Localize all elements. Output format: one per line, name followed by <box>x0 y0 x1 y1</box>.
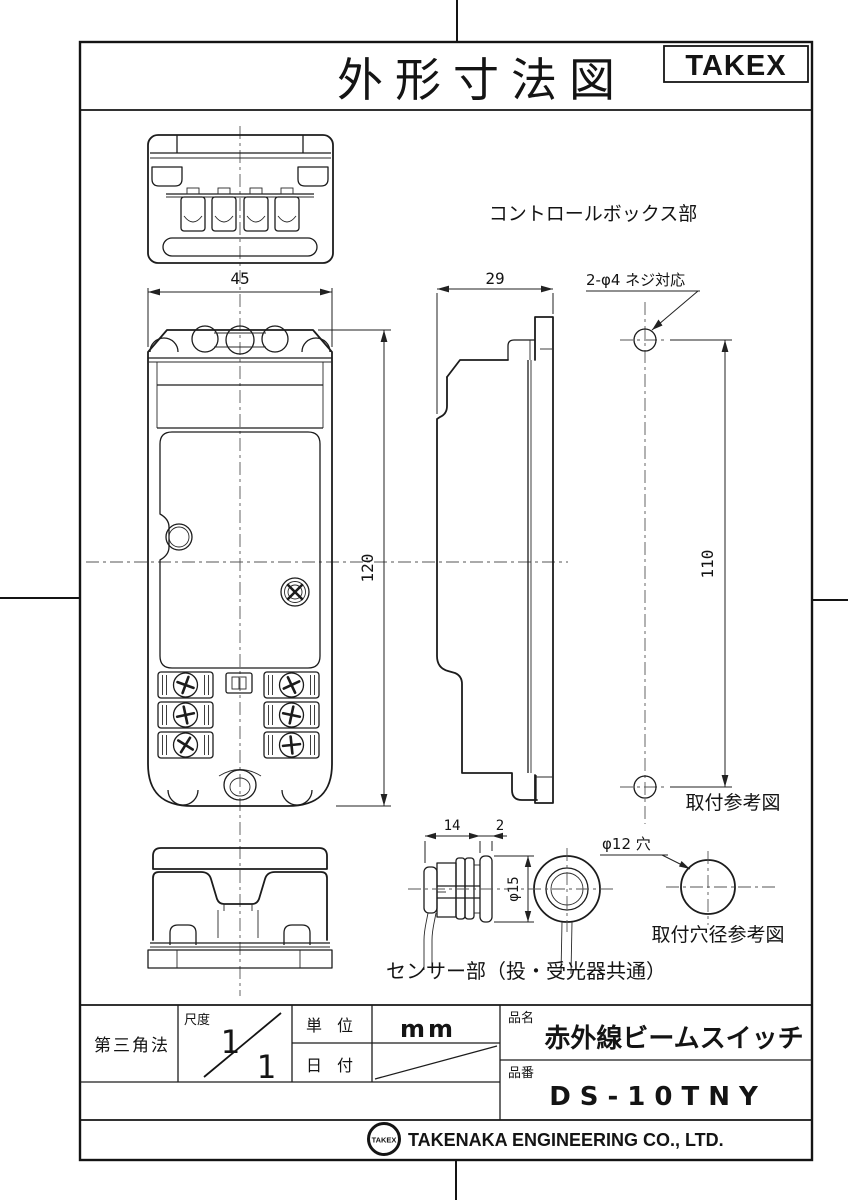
view-control-box-side <box>436 316 554 804</box>
dim-110-text: 110 <box>698 550 717 579</box>
lock-screw <box>280 577 310 607</box>
sensor-caption: センサー部（投・受光器共通） <box>386 959 666 983</box>
hole-ref-label: 取付穴径参考図 <box>651 924 784 946</box>
projection-method: 第三角法 <box>94 1036 170 1056</box>
title-band: 外形寸法図 TAKEX <box>337 45 809 107</box>
front-door-panel <box>159 431 321 669</box>
footer-logo-text: TAKEX <box>372 1136 397 1145</box>
footer: TAKEX TAKENAKA ENGINEERING CO., LTD. <box>367 1122 724 1156</box>
terminal-block-right <box>263 671 320 759</box>
mount-hole-top <box>633 328 657 352</box>
view-control-box-top <box>147 134 334 264</box>
dim-body-width: 45 <box>147 269 333 347</box>
view-sensor-front <box>408 848 614 975</box>
dim-body-depth: 29 <box>436 269 554 414</box>
terminal-block-left <box>157 671 214 759</box>
dim-sensor-length: 14 2 <box>424 818 507 863</box>
dim-29-text: 29 <box>485 269 504 288</box>
hole-note: φ12 穴 <box>602 835 651 853</box>
page-title: 外形寸法図 <box>337 53 627 107</box>
dim-120-text: 120 <box>358 554 377 583</box>
dim-2-text: 2 <box>496 818 504 834</box>
view-control-box-front <box>147 325 333 807</box>
company-name: TAKENAKA ENGINEERING CO., LTD. <box>408 1130 724 1150</box>
product-name: 赤外線ビームスイッチ <box>544 1023 803 1054</box>
centerlines <box>86 126 568 996</box>
unit-label: 単 位 <box>306 1016 358 1035</box>
date-label: 日 付 <box>306 1056 358 1075</box>
part-number-label: 品番 <box>508 1066 534 1081</box>
product-name-label: 品名 <box>508 1010 534 1026</box>
view-sensor-side <box>423 855 493 970</box>
dim-45-text: 45 <box>230 269 249 288</box>
view-control-box-bottom <box>147 847 333 969</box>
sheet-frame <box>78 40 814 1162</box>
footer-logo-icon <box>367 1122 401 1156</box>
part-number: DS-10TNY <box>549 1082 767 1112</box>
dim-body-height: 120 <box>318 329 391 807</box>
mount-hole-bottom <box>633 775 657 799</box>
brand-logo-box <box>663 45 809 83</box>
title-block: 第三角法 尺度 1 1 単 位 日 付 mm 品名 赤外線ビームスイッチ 品番 … <box>80 1004 812 1121</box>
mounting-reference: 110 2-φ4 ネジ対応 取付参考図 <box>586 271 781 824</box>
slide-switch <box>225 672 253 694</box>
unit-value: mm <box>400 1015 456 1043</box>
scale-denominator: 1 <box>256 1048 275 1086</box>
dim-14-text: 14 <box>444 818 461 834</box>
brand-logo-text: TAKEX <box>685 50 786 82</box>
screw-note: 2-φ4 ネジ対応 <box>586 271 685 289</box>
control-box-label: コントロールボックス部 <box>489 203 697 225</box>
mount-ref-label: 取付参考図 <box>685 792 780 814</box>
mounting-hole-reference: φ12 穴 取付穴径参考図 <box>600 835 785 946</box>
door-hole <box>165 523 193 551</box>
terminal-screws-top <box>180 187 300 232</box>
scale-label: 尺度 <box>184 1012 210 1028</box>
bottom-wire-hole <box>218 769 262 801</box>
